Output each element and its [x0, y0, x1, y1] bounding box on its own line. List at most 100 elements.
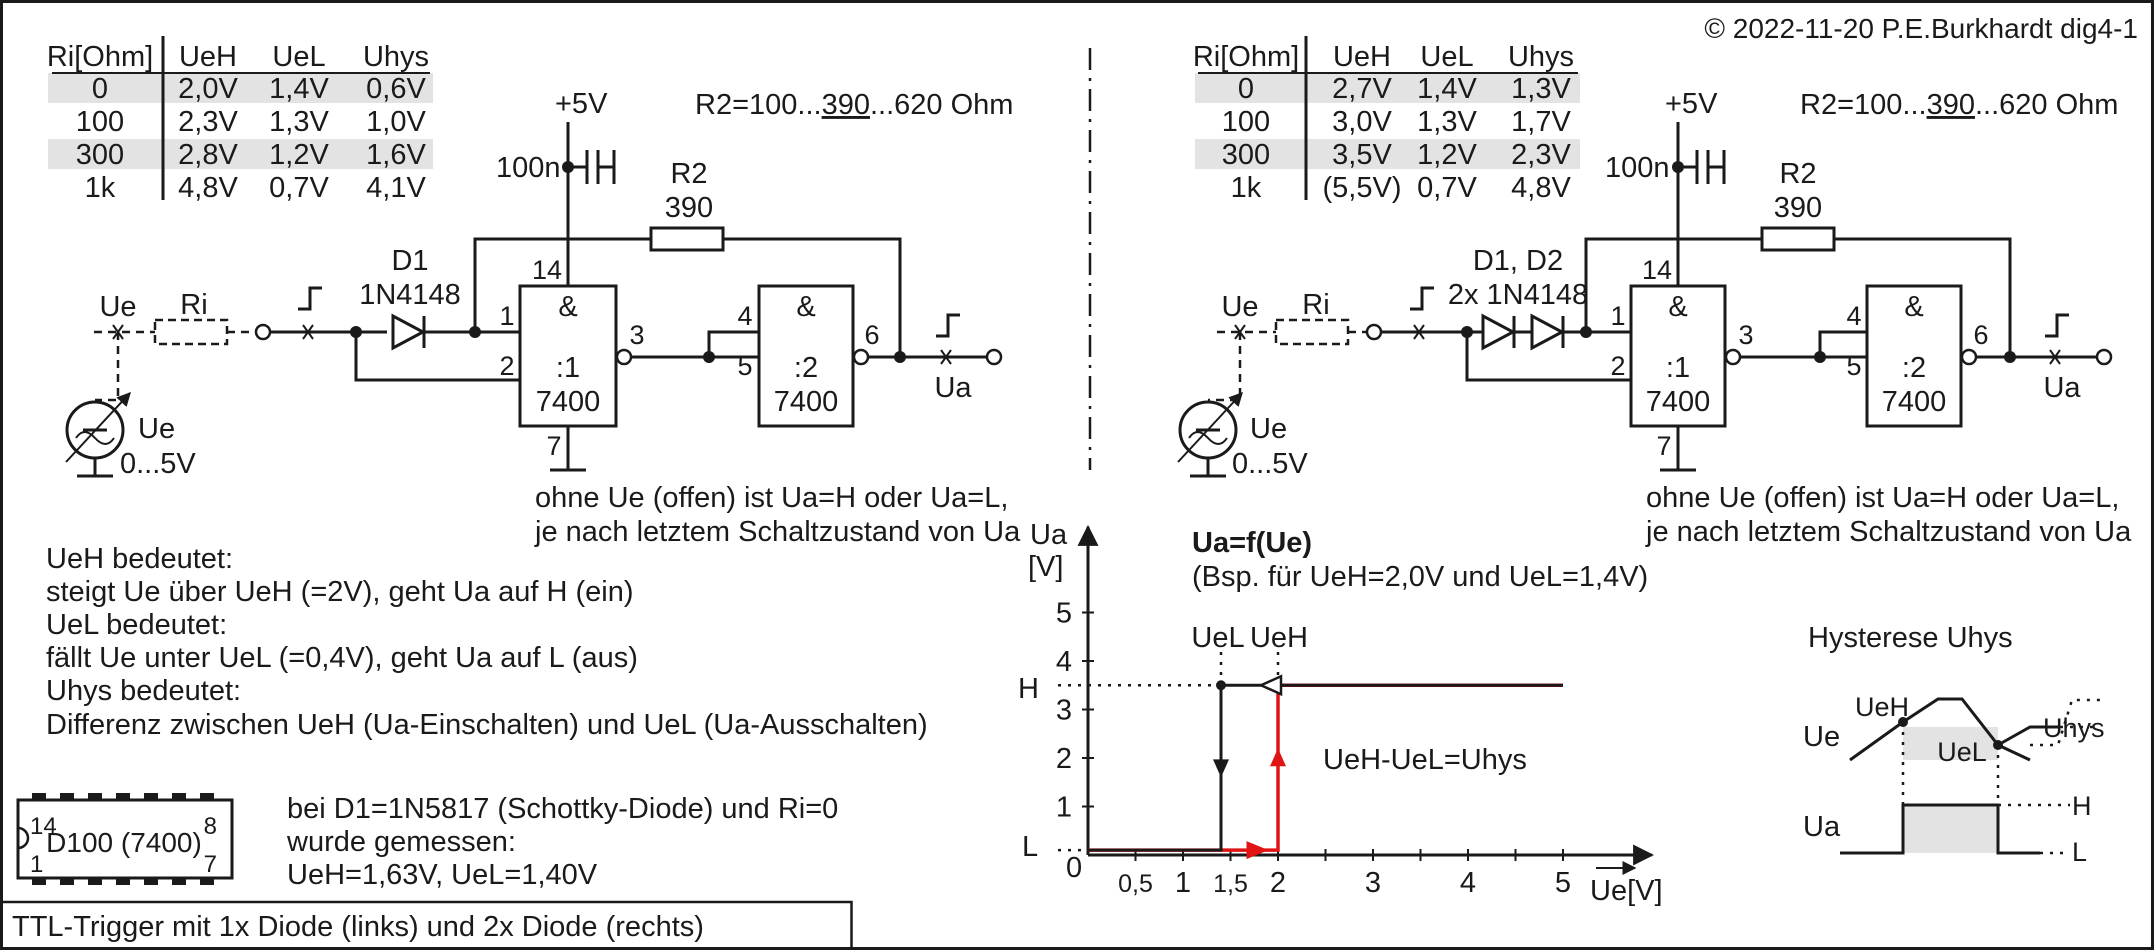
- explanation-line: Differenz zwischen UeH (Ua-Einschalten) …: [46, 709, 928, 741]
- ic-pin-label: 14: [30, 813, 57, 840]
- level-low-label: L: [1022, 831, 1038, 863]
- ri-label: Ri: [1302, 289, 1329, 321]
- ri-label: Ri: [180, 289, 207, 321]
- table-header: UeH: [179, 41, 237, 73]
- hys-ua: Ua: [1803, 811, 1841, 843]
- left-trigger-circuit: R2=100...390...620 Ohm +5V 100n R2 390 U…: [65, 88, 1021, 548]
- x-axis-label: Ue[V]: [1590, 875, 1663, 907]
- y-axis-unit: [V]: [1028, 551, 1063, 583]
- x-tick-label: 1: [1175, 867, 1191, 899]
- ic-pin: [144, 793, 158, 800]
- ic-pin: [200, 878, 214, 885]
- y-tick-label: 4: [1056, 646, 1072, 678]
- gate-symbol: &: [1904, 291, 1923, 323]
- table-header: Uhys: [363, 41, 429, 73]
- pin-number: 14: [532, 255, 562, 285]
- ri-resistor: [153, 318, 229, 346]
- table-cell: 2,3V: [1511, 139, 1571, 171]
- pin-number: 4: [1846, 301, 1861, 331]
- copyright-text: © 2022-11-20 P.E.Burkhardt dig4-1: [1704, 13, 2138, 44]
- r2-resistor: [649, 226, 725, 252]
- ueh-marker: UeH: [1250, 622, 1308, 654]
- table-cell: (5,5V): [1323, 172, 1402, 204]
- pin-number: 1: [499, 301, 514, 331]
- table-cell: 1k: [85, 172, 116, 204]
- x-tick-label: 0,5: [1118, 870, 1153, 898]
- source-range: 0...5V: [1232, 448, 1308, 480]
- arrow-up: [1270, 748, 1286, 767]
- pin-number: 3: [1738, 320, 1753, 350]
- table-cell: 1,3V: [1511, 73, 1571, 105]
- transfer-curve-graph: Ua=f(Ue) (Bsp. für UeH=2,0V und UeL=1,4V…: [1018, 519, 1663, 907]
- measurement-line: UeH=1,63V, UeL=1,40V: [287, 859, 598, 891]
- r2-label: R2: [670, 158, 707, 190]
- y-tick-label: 2: [1056, 743, 1072, 775]
- ic-pin: [60, 878, 74, 885]
- table-cell: 2,0V: [178, 73, 238, 105]
- table-header: UeL: [1420, 41, 1473, 73]
- hys-h: H: [2072, 791, 2092, 821]
- measurement-line: wurde gemessen:: [286, 826, 516, 858]
- table-cell: 2,8V: [178, 139, 238, 171]
- explanation-line: fällt Ue unter UeL (=0,4V), geht Ua auf …: [46, 642, 638, 674]
- table-cell: 1,4V: [1417, 73, 1477, 105]
- graph-origin: 0: [1066, 852, 1082, 884]
- table-cell: 100: [76, 106, 124, 138]
- arrow-right: [1246, 841, 1269, 860]
- ic-pin: [116, 793, 130, 800]
- ic-package: 14 8 1 7 D100 (7400): [16, 793, 234, 885]
- capacitor-label: 100n: [1605, 152, 1670, 184]
- ic-pin: [88, 793, 102, 800]
- y-tick-label: 1: [1056, 792, 1072, 824]
- ue-label: Ue: [99, 291, 136, 323]
- right-measurement-table: Ri[Ohm] UeH UeL Uhys 0 2,7V 1,4V 1,3V 10…: [1193, 36, 1580, 204]
- hysteresis-sketch: Hysterese Uhys UeH UeL Uhys Ue Ua H L: [1803, 622, 2105, 867]
- ic-label: D100 (7400): [46, 827, 202, 858]
- table-cell: 0,6V: [366, 73, 426, 105]
- switch-point: [1216, 680, 1226, 691]
- diode-type: 1N4148: [359, 279, 461, 311]
- ic-pin: [144, 878, 158, 885]
- table-cell: 1,3V: [269, 106, 329, 138]
- nand-gate-1: [1629, 284, 1727, 428]
- table-cell: 1k: [1231, 172, 1262, 204]
- gate-type: 7400: [536, 386, 601, 418]
- source-name: Ue: [138, 413, 175, 445]
- table-cell: 0: [92, 73, 108, 105]
- table-cell: 300: [76, 139, 124, 171]
- hys-ue: Ue: [1803, 721, 1840, 753]
- left-measurement-table: Ri[Ohm] UeH UeL Uhys 0 2,0V 1,4V 0,6V 10…: [47, 36, 433, 204]
- table-cell: 1,4V: [269, 73, 329, 105]
- table-cell: 4,1V: [366, 172, 426, 204]
- table-cell: 4,8V: [1511, 172, 1571, 204]
- table-cell: 100: [1222, 106, 1270, 138]
- ic-pin: [60, 793, 74, 800]
- y-tick-label: 3: [1056, 695, 1072, 727]
- ic-pin: [32, 793, 46, 800]
- r2-value: 390: [1774, 192, 1822, 224]
- capacitor-label: 100n: [496, 152, 561, 184]
- table-cell: 0,7V: [269, 172, 329, 204]
- table-cell: 1,6V: [366, 139, 426, 171]
- ic-pin-label: 7: [204, 851, 217, 878]
- vcc-label: +5V: [1665, 88, 1718, 120]
- pin-number: 7: [1656, 431, 1671, 461]
- explanation-line: UeH bedeutet:: [46, 543, 233, 575]
- gate-index: :1: [556, 352, 580, 384]
- source-name: Ue: [1250, 413, 1287, 445]
- table-cell: 2,3V: [178, 106, 238, 138]
- right-trigger-circuit: R2=100...390...620 Ohm +5V 100n R2 390 U…: [1177, 88, 2132, 548]
- gate-type: 7400: [1646, 386, 1711, 418]
- gate-symbol: &: [558, 291, 577, 323]
- y-tick-label: 5: [1056, 598, 1072, 630]
- explanation-block: UeH bedeutet: steigt Ue über UeH (=2V), …: [46, 543, 928, 741]
- pin-number: 2: [1610, 351, 1625, 381]
- table-cell: 1,3V: [1417, 106, 1477, 138]
- explanation-line: steigt Ue über UeH (=2V), geht Ua auf H …: [46, 576, 634, 608]
- ri-resistor: [1274, 318, 1350, 346]
- measurement-line: bei D1=1N5817 (Schottky-Diode) und Ri=0: [287, 793, 838, 825]
- pin-number: 3: [629, 320, 644, 350]
- level-high-label: H: [1018, 673, 1039, 705]
- explanation-line: UeL bedeutet:: [46, 609, 227, 641]
